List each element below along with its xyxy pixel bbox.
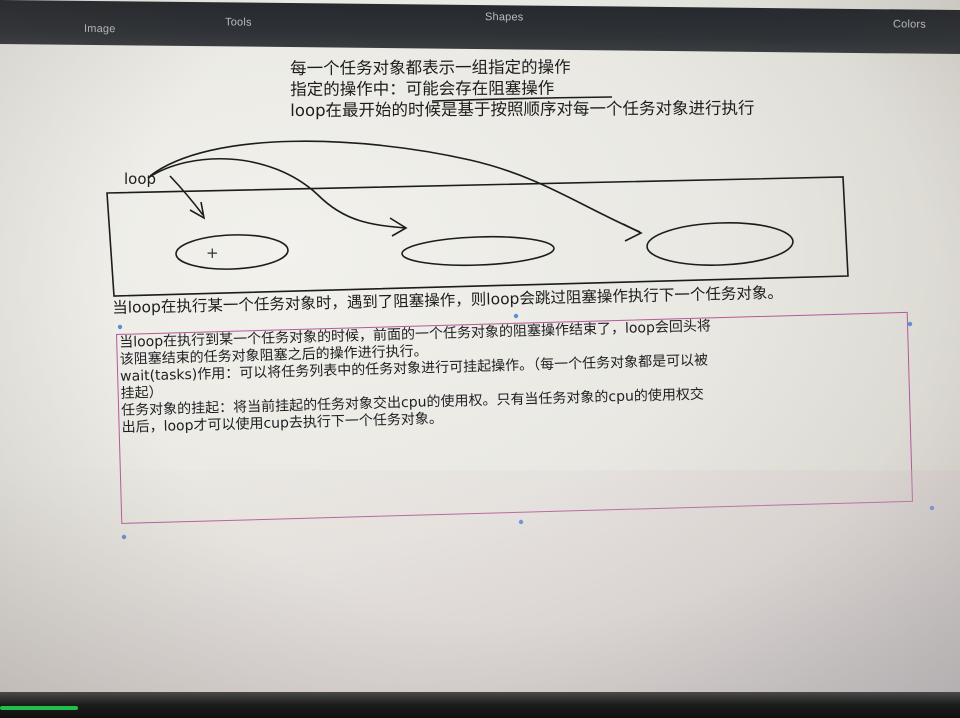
loop-label: loop	[124, 170, 157, 188]
heading-underline	[431, 96, 613, 102]
arrow-to-task-2	[147, 158, 406, 229]
selection-handle	[518, 519, 524, 525]
arrow-to-task-1	[169, 175, 204, 216]
selected-text-box[interactable]: 当loop在执行到某一个任务对象的时候，前面的一个任务对象的阻塞操作结束了，lo…	[116, 311, 914, 524]
arrow-head-3	[622, 223, 643, 242]
taskbar-progress-indicator	[0, 706, 78, 710]
selection-handle	[513, 313, 519, 319]
task-ellipse-1	[175, 234, 289, 270]
task-ellipse-2	[401, 235, 555, 267]
selection-handle	[117, 324, 123, 330]
monitor-bezel-bottom	[0, 692, 960, 718]
arrow-to-task-3	[149, 140, 641, 233]
selection-handle	[121, 534, 127, 540]
arrow-head-1	[189, 201, 206, 220]
selection-handle	[929, 505, 935, 511]
loop-rectangle	[106, 176, 849, 297]
arrow-head-2	[389, 217, 408, 237]
task-ellipse-3	[646, 222, 794, 266]
text-box-content: 当loop在执行到某一个任务对象的时候，前面的一个任务对象的阻塞操作结束了，lo…	[117, 313, 914, 437]
cursor-crosshair-icon: +	[206, 244, 219, 262]
selection-handle	[907, 321, 913, 327]
